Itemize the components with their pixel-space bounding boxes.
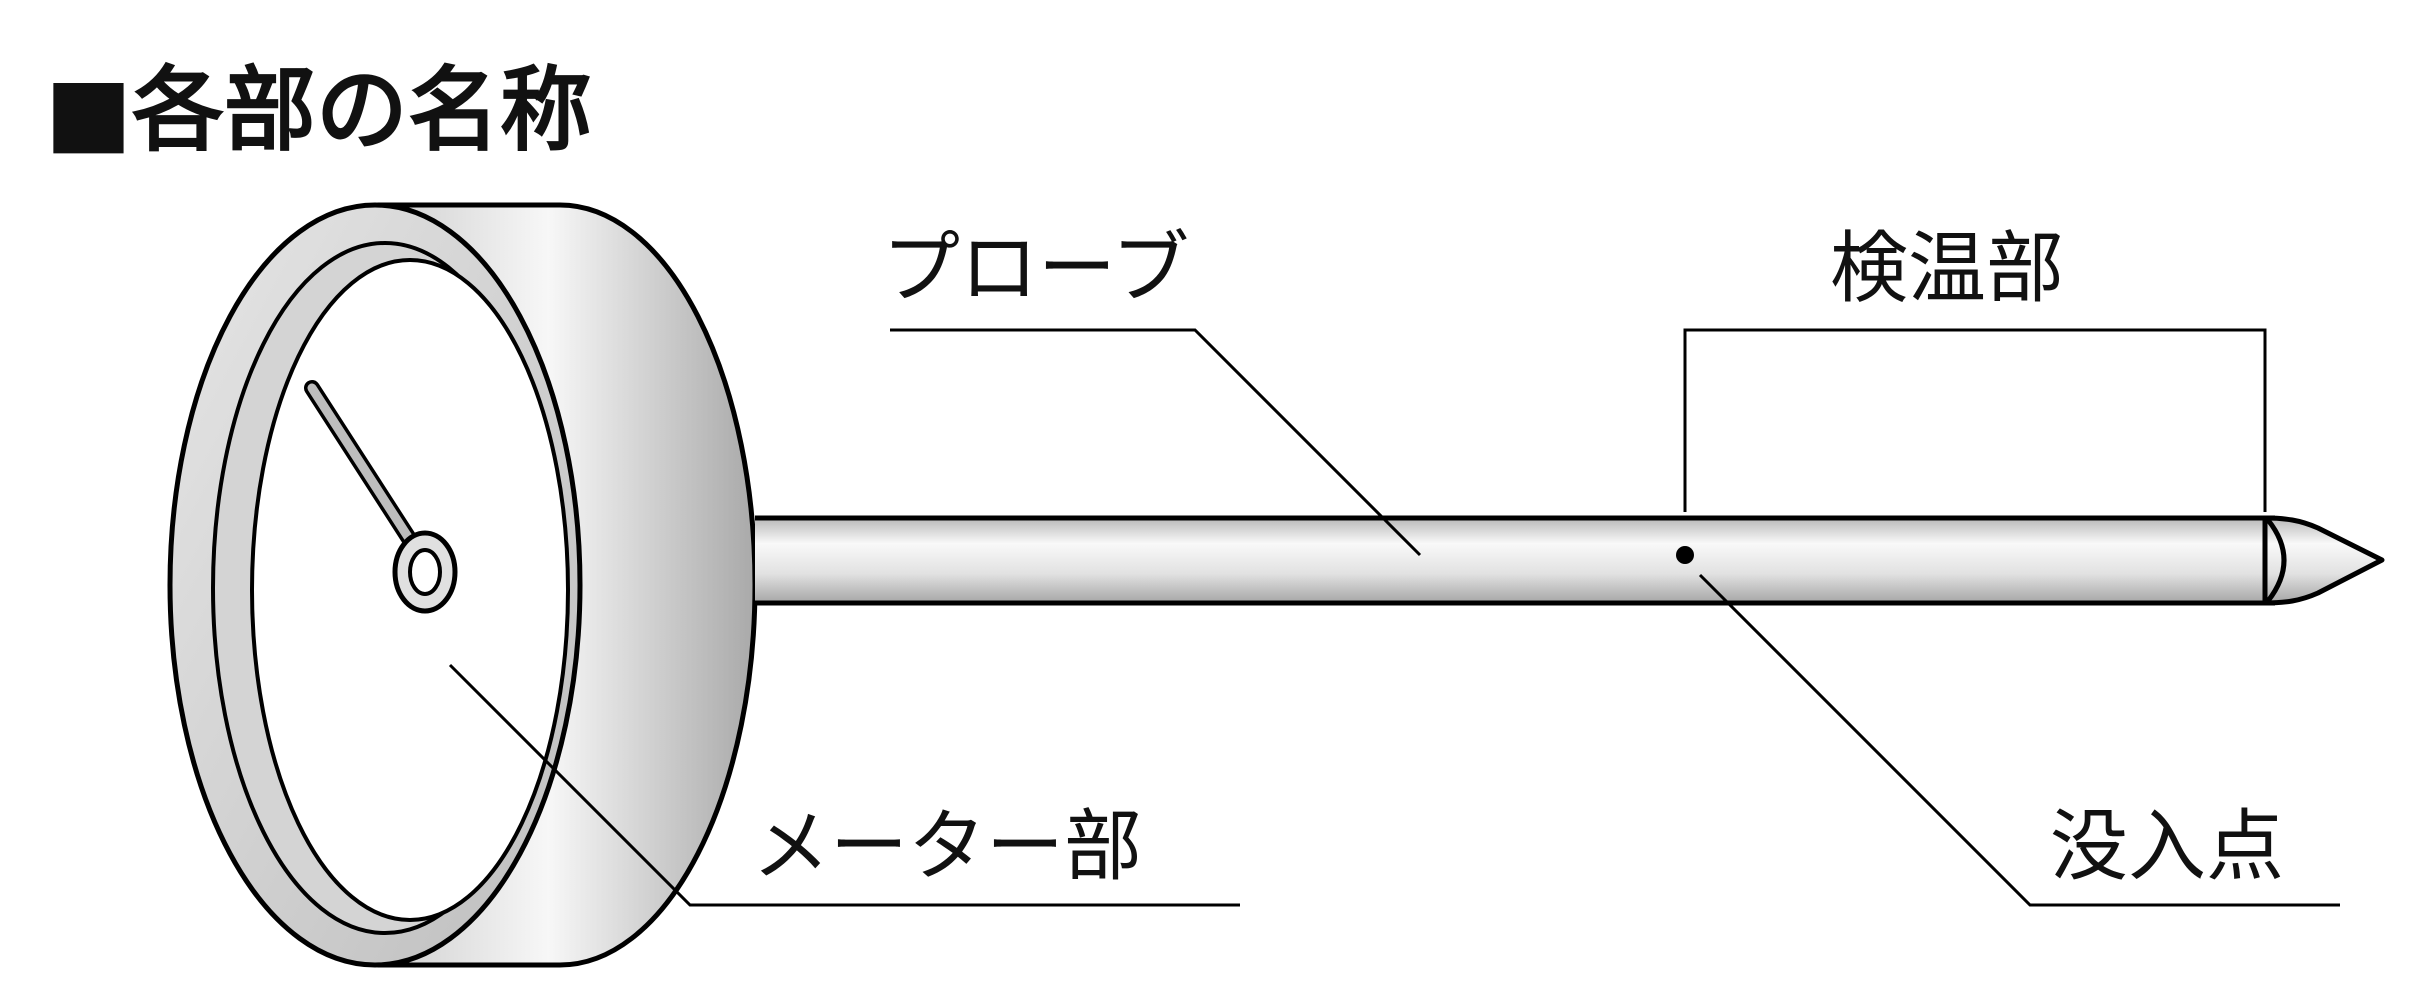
probe-leader-line (890, 328, 1422, 557)
probe-tip (2262, 515, 2385, 606)
label-meter: メーター部 (752, 802, 1142, 892)
immersion-leader-line (1698, 573, 2340, 907)
meter-leader-line (448, 663, 1240, 907)
sensor-bracket (1683, 328, 2267, 512)
immersion-point-dot (1676, 546, 1694, 564)
label-probe: プローブ (882, 224, 1189, 314)
label-immersion-point: 没入点 (2050, 802, 2284, 892)
label-sensor: 検温部 (1830, 224, 2064, 314)
probe-shaft (755, 515, 2385, 606)
diagram-title: ■各部の名称 (45, 57, 592, 164)
meter-dial (250, 258, 570, 922)
meter-needle (304, 380, 418, 548)
